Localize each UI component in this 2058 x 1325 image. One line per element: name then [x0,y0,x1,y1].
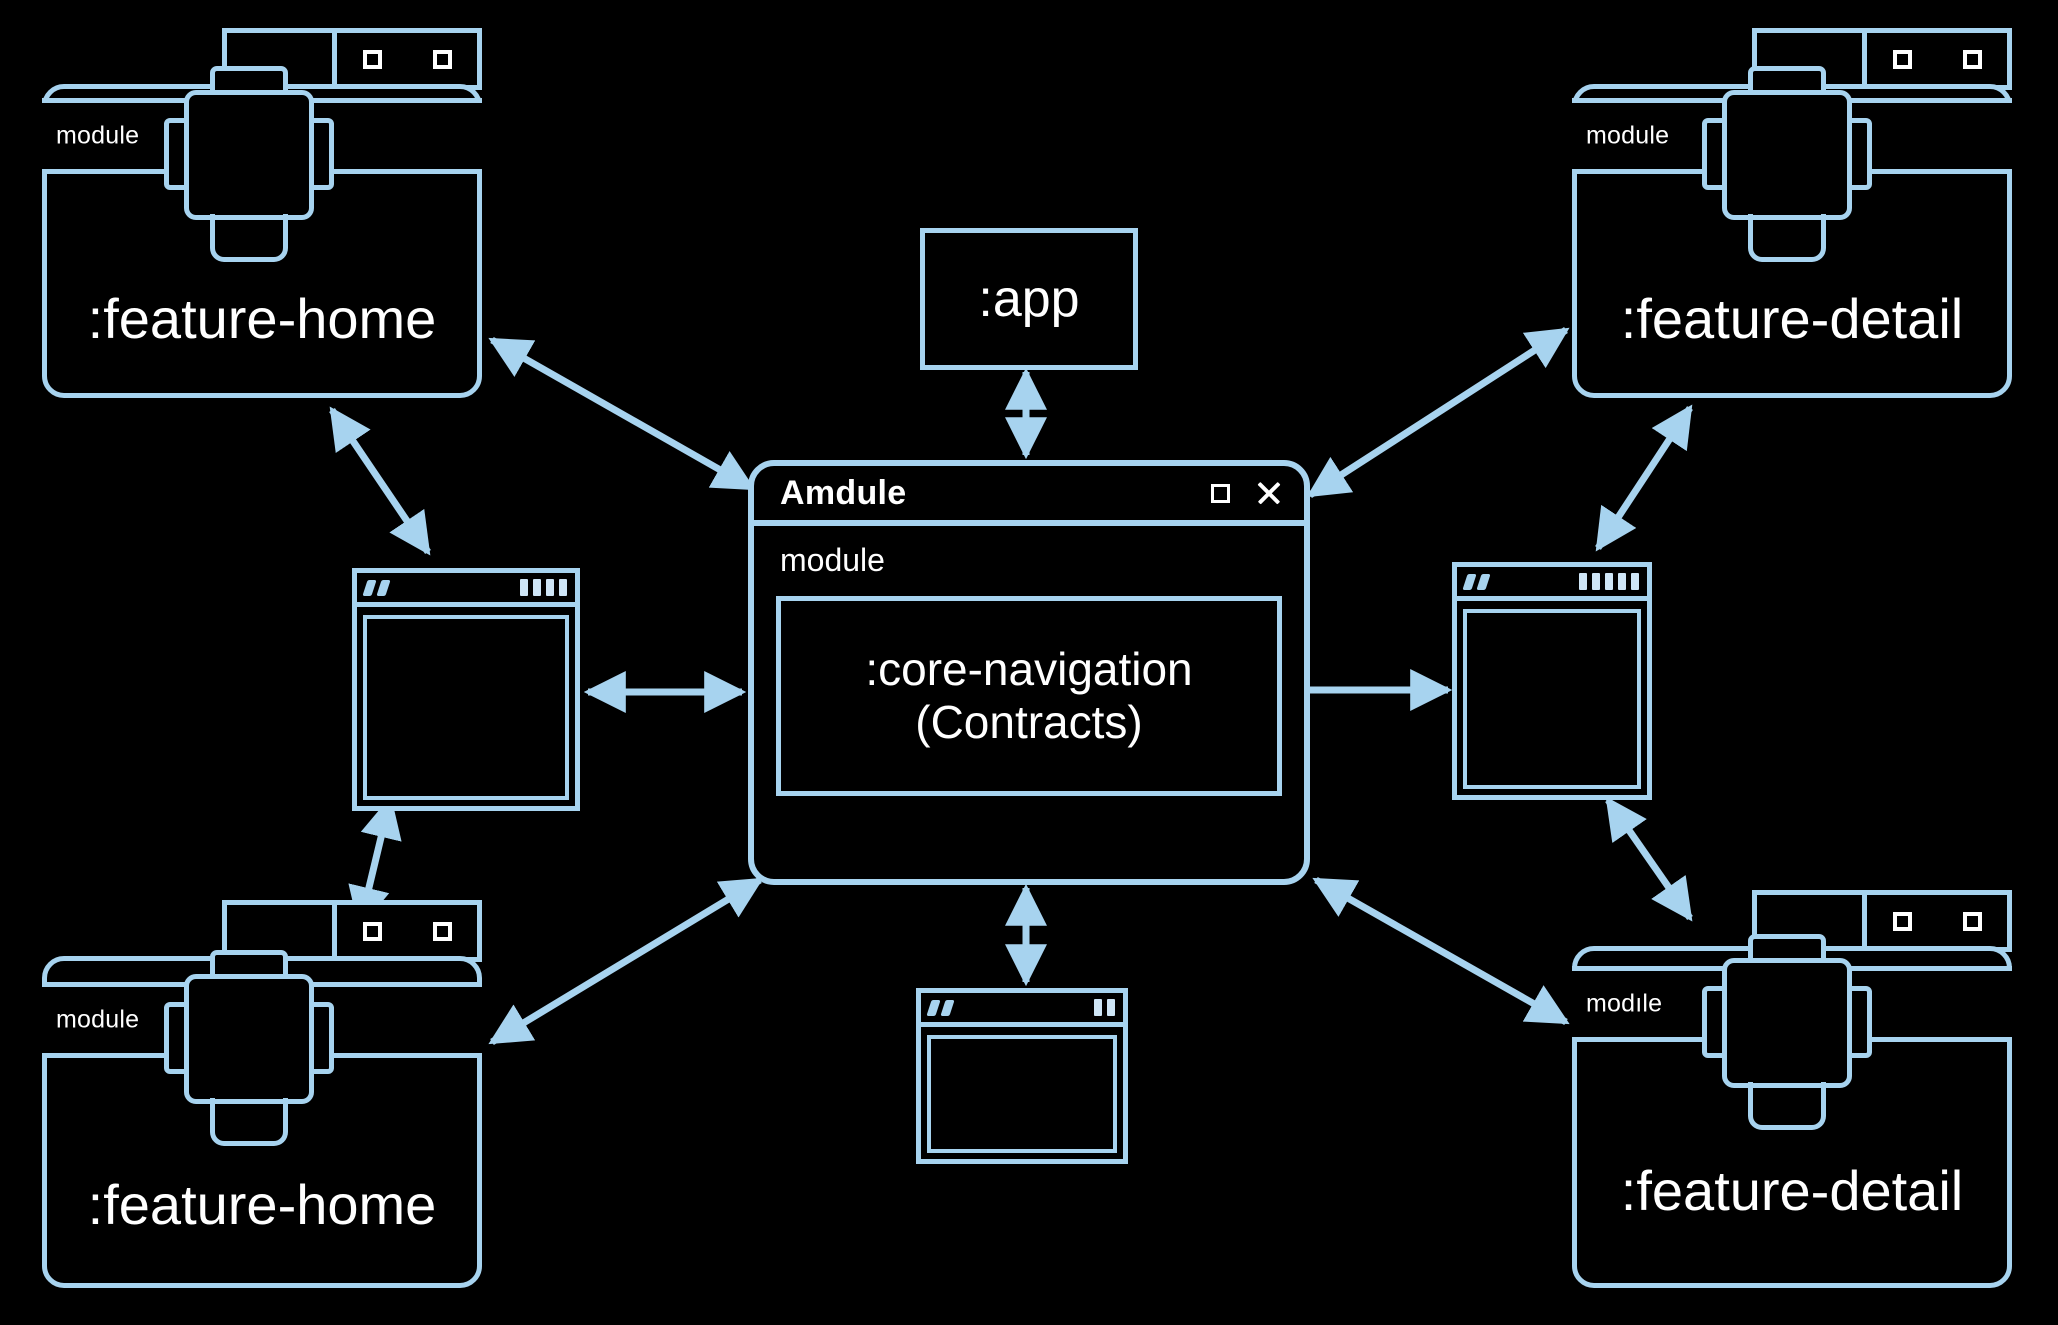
window-icon-bars [520,579,567,596]
module-card-feature-home-top[interactable]: module :feature-home [42,28,482,398]
core-panel-content-line2: (Contracts) [915,696,1143,748]
dot-square-icon [362,921,382,941]
module-card-label: :feature-detail [1620,287,1964,350]
window-icon-bars [1094,999,1115,1016]
arrow-core-featuredetail-bottom [1312,876,1570,1026]
module-card-strip-label: module [1586,121,1670,150]
window-icon-titlebar [357,573,575,607]
window-icon-bars [1579,573,1639,590]
dot-square-icon [1892,911,1912,931]
window-icon-canvas [927,1035,1117,1153]
dot-square-icon [1962,49,1982,69]
arrow-core-featuredetail-top [1306,327,1570,498]
arrow-window-right-featuredetail-bottom [1605,796,1693,922]
core-panel-titlebar[interactable]: Amdule [754,466,1304,526]
module-gear-icon [150,60,350,270]
dot-square-icon [432,921,452,941]
module-card-label: :feature-home [87,287,437,350]
arrow-core-featurehome-bottom [488,877,764,1045]
window-icon-left[interactable] [352,568,580,811]
module-card-window-dots [332,28,482,90]
app-box-label: :app [978,270,1080,328]
arrow-featurehome-top-window-left [329,406,431,556]
dot-square-icon [362,49,382,69]
core-panel-content: :core-navigation (Contracts) [776,596,1282,796]
module-card-strip-label: module [56,1005,140,1034]
dot-square-icon [1962,911,1982,931]
arrow-core-featurehome-top [488,336,756,492]
window-icon-canvas [363,615,569,800]
module-gear-icon [1688,928,1888,1138]
module-card-feature-home-bottom[interactable]: module :feature-home [42,900,482,1288]
core-panel-title: Amdule [780,473,907,512]
window-icon-marks [362,579,391,596]
dot-square-icon [1892,49,1912,69]
module-card-window-dots [332,900,482,962]
window-icon-marks [1462,573,1491,590]
module-card-feature-detail-top[interactable]: module :feature-detail [1572,28,2012,398]
core-panel-section-label: module [780,542,885,578]
maximize-icon[interactable] [1211,483,1230,503]
module-gear-icon [1688,60,1888,270]
core-panel-content-line1: :core-navigation [865,642,1193,695]
module-gear-icon [150,944,350,1154]
module-card-label: :feature-detail [1620,1159,1964,1222]
close-icon[interactable] [1256,480,1282,506]
app-box[interactable]: :app [920,228,1138,370]
arrow-featuredetail-top-window-right [1595,404,1693,552]
window-icon-titlebar [1457,567,1647,601]
window-icon-canvas [1463,609,1641,789]
module-card-strip-label: modıle [1586,989,1663,1018]
module-card-label: :feature-home [87,1173,437,1236]
module-card-window-dots [1862,28,2012,90]
window-icon-right[interactable] [1452,562,1652,800]
core-navigation-panel[interactable]: Amdule module :core-navigation (Contract… [748,460,1310,885]
core-panel-window-controls [1211,480,1282,506]
module-card-feature-detail-bottom[interactable]: modıle :feature-detail [1572,890,2012,1288]
module-card-strip-label: module [56,121,140,150]
window-icon-titlebar [921,993,1123,1027]
window-icon-bottom[interactable] [916,988,1128,1164]
dot-square-icon [432,49,452,69]
window-icon-marks [926,999,955,1016]
